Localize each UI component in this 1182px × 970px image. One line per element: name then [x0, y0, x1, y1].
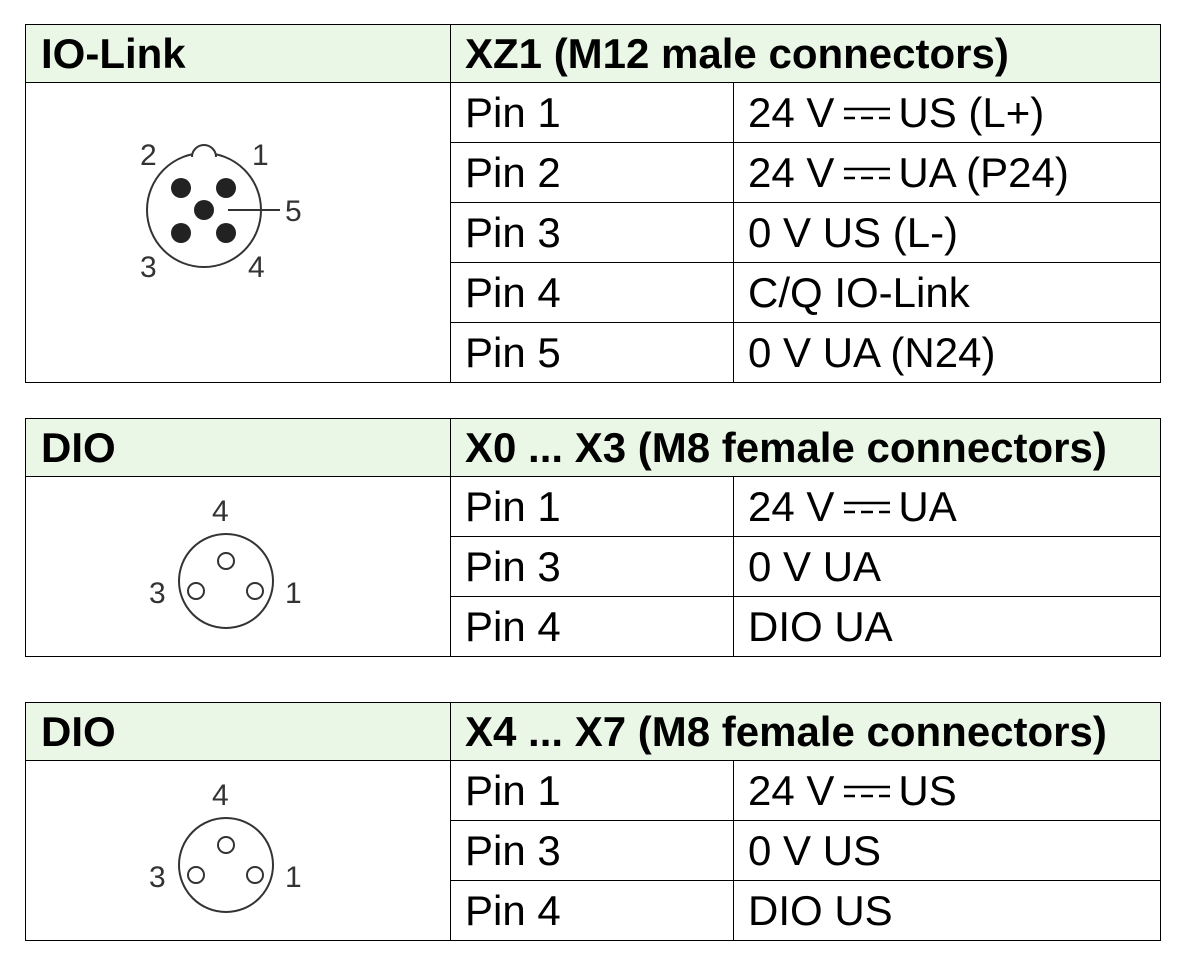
pin-label-5: 5: [285, 195, 302, 228]
table-header: IO-Link XZ1 (M12 male connectors): [25, 24, 1162, 83]
signal-voltage: 24 V: [748, 766, 835, 814]
table-header: DIO X4 ... X7 (M8 female connectors): [25, 702, 1161, 761]
io-link-pin-table: IO-Link XZ1 (M12 male connectors) 2 1 5 …: [25, 24, 1162, 383]
table-header: DIO X0 ... X3 (M8 female connectors): [25, 418, 1161, 477]
signal-name: UA (P24): [898, 148, 1069, 196]
pin-name: Pin 1: [450, 476, 734, 537]
connector-image-cell: 4 3 1: [25, 760, 451, 941]
pin-name: Pin 3: [450, 202, 734, 263]
pin-signal: 0 V US: [733, 820, 1161, 881]
pin-name: Pin 4: [450, 262, 734, 323]
dc-voltage-icon: [844, 163, 891, 183]
signal-name: US (L+): [898, 88, 1045, 136]
pin-label-3: 3: [149, 861, 166, 894]
pin-name: Pin 3: [450, 536, 734, 597]
pin-label-4: 4: [212, 779, 229, 812]
table-row: Pin 3 0 V US (L-): [26, 202, 1162, 263]
m12-male-connector-icon: 2 1 5 3 4: [140, 139, 302, 284]
pin-label-1: 1: [285, 861, 302, 894]
dc-voltage-icon: [844, 497, 891, 517]
table-row: Pin 5 0 V UA (N24): [26, 322, 1162, 383]
pin-name: Pin 1: [450, 760, 734, 821]
signal-voltage: 24 V: [748, 482, 835, 530]
table-row: 4 3 1 Pin 1 24 V US: [25, 760, 1161, 941]
m8-female-connector-icon: 4 3 1: [149, 779, 302, 913]
table-row: 2 1 5 3 4 Pin 1 24 V US (L+): [25, 82, 1162, 383]
pin-label-2: 2: [140, 139, 157, 172]
table-right-title: X0 ... X3 (M8 female connectors): [450, 418, 1161, 477]
table-row: 4 3 1 Pin 1 24 V UA: [25, 476, 1161, 657]
pin-label-4: 4: [248, 251, 265, 284]
pin-signal: C/Q IO-Link: [732, 262, 1162, 323]
pin-name: Pin 4: [450, 596, 734, 657]
pin-label-3: 3: [149, 577, 166, 610]
pin-signal: 0 V UA: [733, 536, 1161, 597]
pin-signal: 24 V US: [733, 760, 1161, 821]
pin-name: Pin 1: [450, 82, 734, 143]
table-row: Pin 4 DIO UA: [26, 596, 1161, 657]
table-left-title: IO-Link: [25, 24, 451, 83]
table-right-title: X4 ... X7 (M8 female connectors): [450, 702, 1161, 761]
table-left-title: DIO: [25, 702, 451, 761]
pin-signal: 24 V US (L+): [732, 82, 1162, 143]
signal-name: UA: [898, 482, 957, 530]
pin-name: Pin 4: [450, 880, 734, 941]
connector-image-cell: 4 3 1: [25, 476, 451, 657]
connector-image-cell: 2 1 5 3 4: [25, 82, 451, 383]
pin-name: Pin 5: [450, 322, 734, 383]
pin-label-1: 1: [285, 577, 302, 610]
pin-label-4: 4: [212, 495, 229, 528]
pin-label-1: 1: [252, 139, 269, 172]
dio-x0-x3-pin-table: DIO X0 ... X3 (M8 female connectors) 4 3…: [25, 418, 1161, 657]
pin-signal: DIO US: [733, 880, 1161, 941]
pin-signal: 0 V UA (N24): [732, 322, 1162, 383]
pin-name: Pin 3: [450, 820, 734, 881]
pin-signal: 24 V UA: [733, 476, 1161, 537]
pin-signal: 0 V US (L-): [732, 202, 1162, 263]
table-row: Pin 4 DIO US: [26, 880, 1161, 941]
signal-voltage: 24 V: [748, 148, 835, 196]
table-row: Pin 3 0 V US: [26, 820, 1161, 881]
pin-signal: 24 V UA (P24): [732, 142, 1162, 203]
pin-name: Pin 2: [450, 142, 734, 203]
pin-signal: DIO UA: [733, 596, 1161, 657]
dc-voltage-icon: [844, 781, 891, 801]
table-left-title: DIO: [25, 418, 451, 477]
table-right-title: XZ1 (M12 male connectors): [449, 24, 1162, 83]
signal-voltage: 24 V: [748, 88, 835, 136]
dc-voltage-icon: [844, 103, 891, 123]
dio-x4-x7-pin-table: DIO X4 ... X7 (M8 female connectors) 4 3…: [25, 702, 1161, 941]
table-row: Pin 4 C/Q IO-Link: [26, 262, 1162, 323]
signal-name: US: [898, 766, 957, 814]
pin-label-3: 3: [140, 251, 157, 284]
table-row: Pin 2 24 V UA (P24): [26, 142, 1162, 203]
m8-female-connector-icon: 4 3 1: [149, 495, 302, 629]
